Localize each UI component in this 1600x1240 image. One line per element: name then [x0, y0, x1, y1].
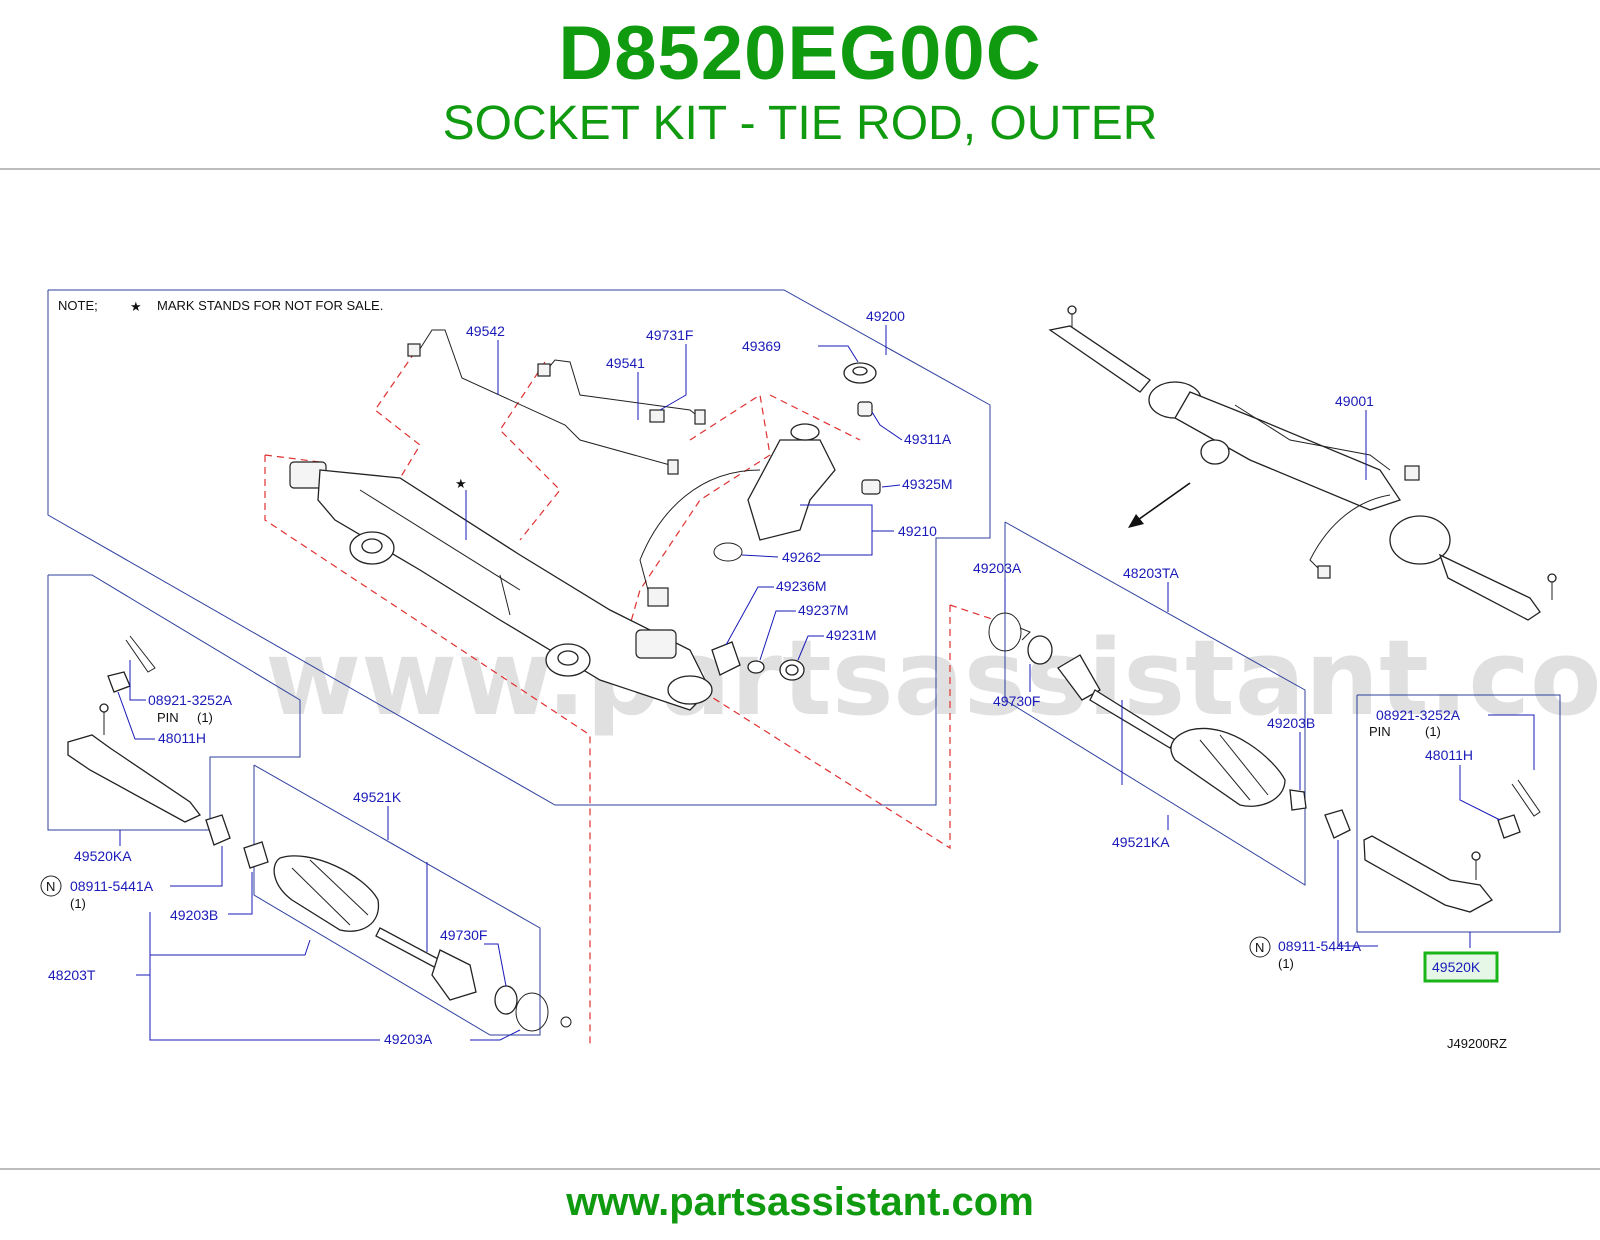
not-for-sale-star-icon: ★ — [130, 299, 142, 314]
label-49237M: 49237M — [798, 602, 849, 618]
label-49369: 49369 — [742, 338, 781, 354]
part-description: SOCKET KIT - TIE ROD, OUTER — [442, 97, 1158, 150]
hydraulic-tubes — [407, 329, 706, 475]
steering-rack-housing — [289, 461, 713, 711]
label-49325M: 49325M — [902, 476, 953, 492]
drawing-code: J49200RZ — [1447, 1036, 1507, 1051]
label-49203B-right: 49203B — [1267, 715, 1315, 731]
label-49001: 49001 — [1335, 393, 1374, 409]
page-header: D8520EG00C SOCKET KIT - TIE ROD, OUTER — [0, 0, 1600, 168]
label-pin-right-qty: (1) — [1425, 724, 1441, 739]
label-49210: 49210 — [898, 523, 937, 539]
group-outline-49521K — [253, 764, 541, 1036]
label-08911-5441A-right: 08911-5441A — [1278, 938, 1362, 954]
label-49542: 49542 — [466, 323, 505, 339]
label-48011H-left: 48011H — [158, 730, 206, 746]
note-text: MARK STANDS FOR NOT FOR SALE. — [157, 298, 383, 313]
label-pin-left: PIN — [157, 710, 179, 725]
label-08911-right-qty: (1) — [1278, 956, 1294, 971]
label-48203TA: 48203TA — [1123, 565, 1179, 581]
label-pin-left-qty: (1) — [197, 710, 213, 725]
label-49203A-right: 49203A — [973, 560, 1022, 576]
label-49231M: 49231M — [826, 627, 877, 643]
label-49521KA: 49521KA — [1112, 834, 1170, 850]
outer-tie-rod-left — [67, 635, 231, 846]
label-n-left: N — [46, 879, 55, 894]
label-48203T: 48203T — [48, 967, 96, 983]
inner-tie-rod-right — [988, 612, 1351, 839]
label-49730F-left: 49730F — [440, 927, 487, 943]
assembly-dashed-lines — [264, 351, 996, 1045]
label-49730F-right: 49730F — [993, 693, 1040, 709]
label-49262: 49262 — [782, 549, 821, 565]
control-valve-assembly — [639, 362, 881, 681]
label-n-right: N — [1255, 940, 1264, 955]
outer-tie-rod-right — [1363, 779, 1541, 913]
direction-arrow-icon — [1128, 482, 1191, 528]
note-label: NOTE; — [58, 298, 98, 313]
label-49203B-left: 49203B — [170, 907, 218, 923]
label-49203A-left: 49203A — [384, 1031, 433, 1047]
label-49311A: 49311A — [904, 431, 952, 447]
label-49541: 49541 — [606, 355, 645, 371]
label-49520KA: 49520KA — [74, 848, 132, 864]
label-49200: 49200 — [866, 308, 905, 324]
label-pin-right: PIN — [1369, 724, 1391, 739]
part-number-title: D8520EG00C — [558, 11, 1042, 96]
label-08911-5441A-left: 08911-5441A — [70, 878, 154, 894]
label-49521K: 49521K — [353, 789, 402, 805]
not-for-sale-star-icon: ★ — [455, 476, 467, 491]
footer-divider — [0, 1168, 1600, 1170]
group-outline-49520K — [1356, 694, 1561, 933]
label-49731F: 49731F — [646, 327, 693, 343]
label-08921-3252A-right: 08921-3252A — [1376, 707, 1461, 723]
label-08921-3252A-left: 08921-3252A — [148, 692, 233, 708]
label-49520K[interactable]: 49520K — [1432, 959, 1481, 975]
group-outline-49520KA — [47, 574, 301, 831]
label-08911-left-qty: (1) — [70, 896, 86, 911]
highlight-box-49520K[interactable] — [1423, 951, 1499, 983]
group-outline-49200 — [47, 289, 991, 806]
group-outline-48203TA — [1004, 521, 1306, 886]
footer-website-link[interactable]: www.partsassistant.com — [566, 1180, 1034, 1224]
inner-tie-rod-left — [243, 841, 572, 1032]
assembled-rack-view — [1048, 305, 1557, 621]
watermark: www.partsassistant.com — [265, 617, 1600, 739]
header-divider — [0, 168, 1600, 170]
label-48011H-right: 48011H — [1425, 747, 1473, 763]
label-49236M: 49236M — [776, 578, 827, 594]
